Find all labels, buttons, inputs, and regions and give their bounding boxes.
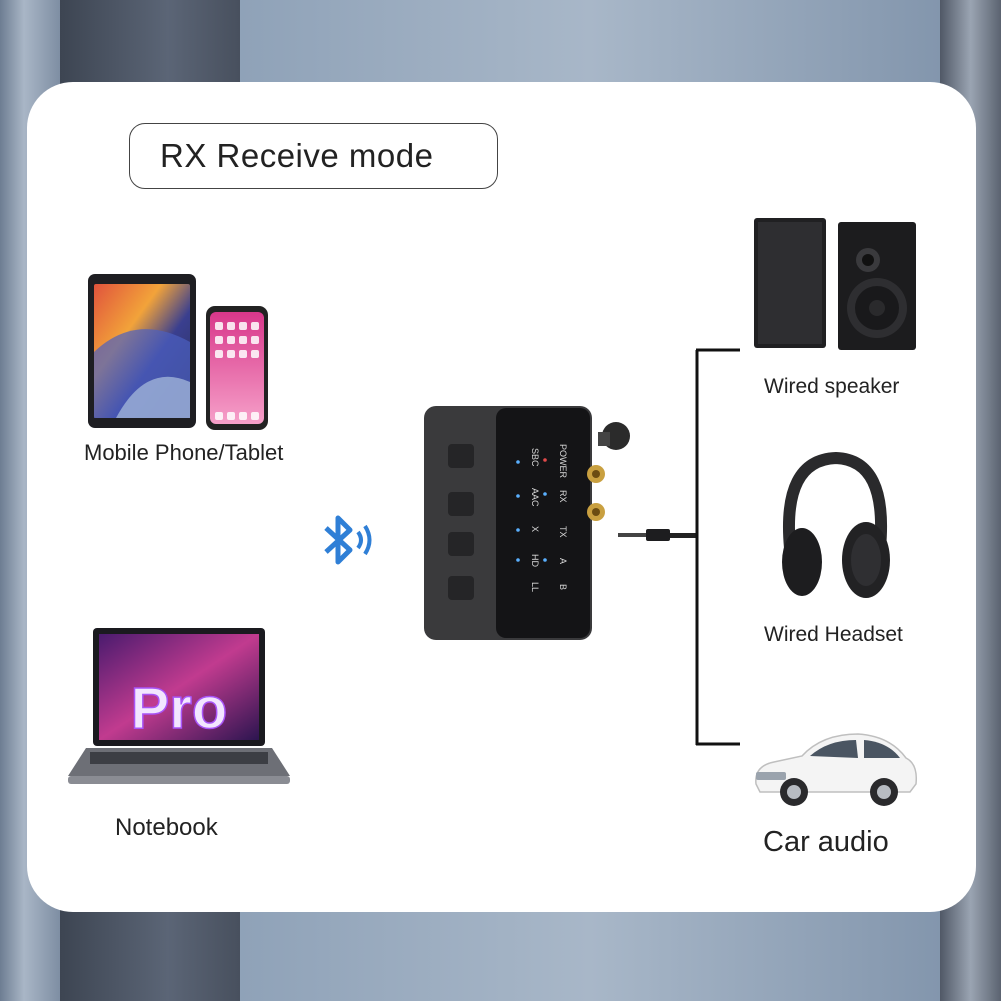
device-label-x: X bbox=[530, 526, 540, 532]
led-a bbox=[543, 558, 547, 562]
led-aac bbox=[516, 494, 520, 498]
car-audio-illustration bbox=[755, 733, 918, 806]
led-x bbox=[516, 528, 520, 532]
device-label-aac: AAC bbox=[530, 488, 540, 507]
notebook-illustration: Pro bbox=[68, 628, 290, 784]
mode-title: RX Receive mode bbox=[129, 123, 498, 189]
led-sbc bbox=[516, 460, 520, 464]
tablet-phone-illustration bbox=[88, 274, 268, 430]
led-hd bbox=[516, 558, 520, 562]
aux-jack-plug bbox=[618, 533, 646, 537]
mode-title-text: RX Receive mode bbox=[160, 137, 434, 174]
car-audio-label: Car audio bbox=[763, 826, 889, 858]
led-rx bbox=[543, 492, 547, 496]
wired-headset-illustration bbox=[782, 452, 890, 598]
wired-speaker-label: Wired speaker bbox=[764, 375, 900, 398]
wired-speaker-illustration bbox=[754, 218, 916, 350]
bluetooth-receiver-device: POWER SBC RX AAC TX X A HD B LL bbox=[424, 406, 630, 640]
device-label-b: B bbox=[558, 584, 568, 590]
audio-connection bbox=[618, 348, 740, 746]
wired-headset-label: Wired Headset bbox=[764, 623, 903, 646]
device-label-a: A bbox=[558, 558, 568, 564]
device-label-rx: RX bbox=[558, 490, 568, 503]
device-label-hd: HD bbox=[530, 554, 540, 567]
device-label-tx: TX bbox=[558, 526, 568, 538]
phone-tablet-label: Mobile Phone/Tablet bbox=[84, 440, 284, 465]
led-power bbox=[543, 458, 547, 462]
notebook-screen-text: Pro bbox=[131, 676, 228, 741]
bluetooth-icon bbox=[324, 515, 372, 565]
device-label-power: POWER bbox=[558, 444, 568, 479]
device-label-ll: LL bbox=[530, 582, 540, 592]
notebook-label: Notebook bbox=[115, 814, 218, 841]
device-label-sbc: SBC bbox=[530, 448, 540, 467]
